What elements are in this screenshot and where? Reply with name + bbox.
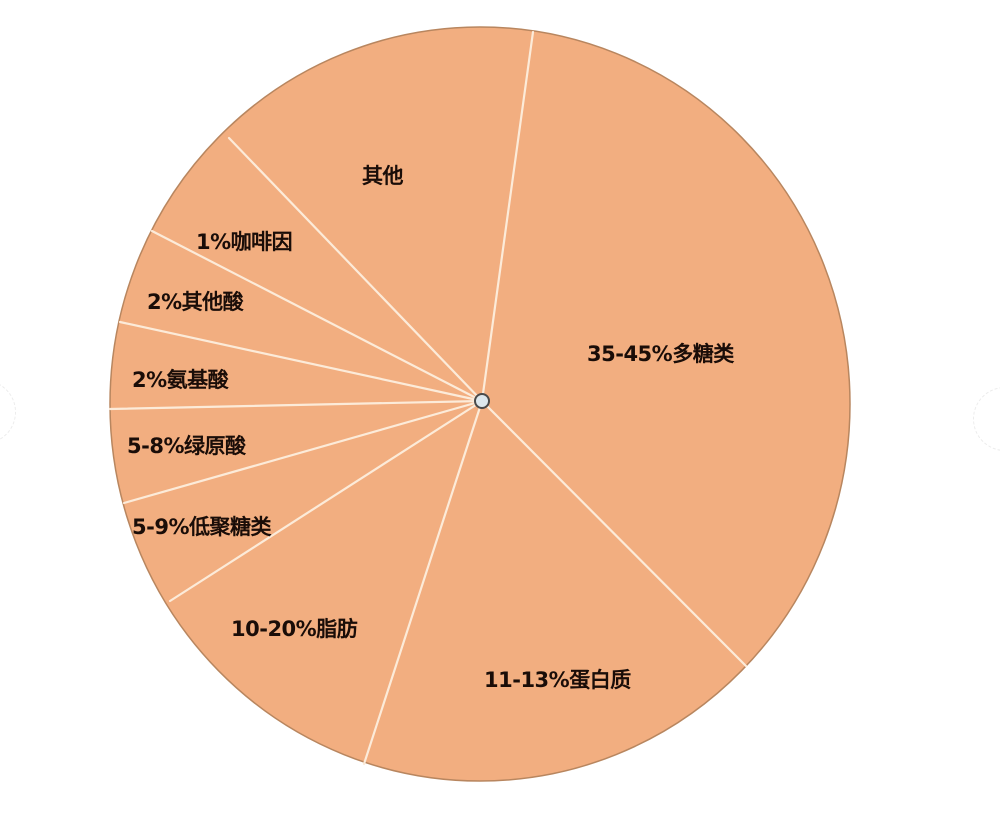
slice-label-oligosaccharides: 5-9%低聚糖类	[132, 515, 271, 539]
slice-label-chlorogenic-acid: 5-8%绿原酸	[127, 434, 246, 458]
divider-oligosaccharides-chlorogenic	[122, 399, 484, 505]
divider-amino-otheracids	[118, 320, 484, 403]
slice-label-protein: 11-13%蛋白质	[484, 668, 631, 692]
divider-polysaccharides-protein	[480, 399, 748, 668]
slice-dividers	[108, 30, 748, 766]
slice-label-other: 其他	[362, 164, 404, 188]
divider-protein-fat	[362, 399, 484, 766]
center-marker-icon	[474, 393, 490, 409]
divider-otheracids-caffeine	[150, 229, 484, 403]
slice-label-other-acids: 2%其他酸	[147, 290, 244, 314]
slice-label-fat: 10-20%脂肪	[231, 617, 358, 641]
slice-label-amino-acids: 2%氨基酸	[132, 368, 229, 392]
divider-fat-oligosaccharides	[168, 399, 484, 603]
divider-caffeine-other	[227, 136, 484, 403]
divider-chlorogenic-amino	[108, 399, 484, 411]
divider-other-polysaccharides	[480, 30, 535, 403]
slice-label-caffeine: 1%咖啡因	[196, 230, 293, 254]
slice-label-polysaccharides: 35-45%多糖类	[587, 342, 734, 366]
